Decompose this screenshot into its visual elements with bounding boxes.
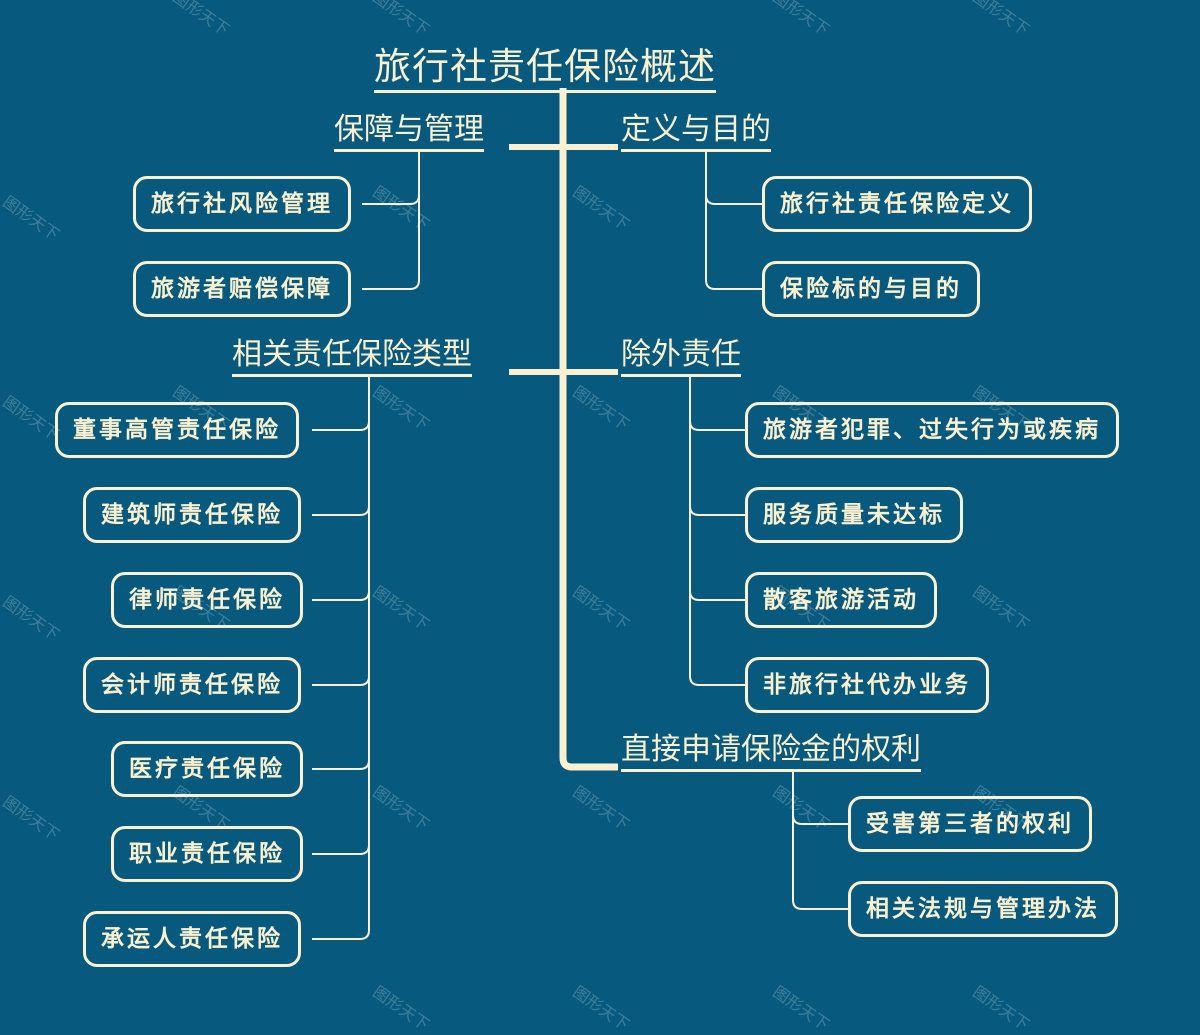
node-non-agency-business[interactable]: 非旅行社代办业务 <box>745 657 989 713</box>
node-accountant-liability[interactable]: 会计师责任保险 <box>83 657 301 713</box>
node-liability-insurance-definition[interactable]: 旅行社责任保险定义 <box>762 176 1032 232</box>
node-professional-liability[interactable]: 职业责任保险 <box>111 826 303 882</box>
node-subject-matter-purpose[interactable]: 保险标的与目的 <box>762 261 980 317</box>
node-service-quality-substandard[interactable]: 服务质量未达标 <box>745 487 963 543</box>
node-regulations-management-measures[interactable]: 相关法规与管理办法 <box>848 881 1118 937</box>
node-tourist-compensation-protection[interactable]: 旅游者赔偿保障 <box>133 261 351 317</box>
node-directors-officers-liability[interactable]: 董事高管责任保险 <box>55 402 299 458</box>
branch-direct-claim-rights[interactable]: 直接申请保险金的权利 <box>621 731 921 772</box>
node-tourist-crime-negligence-illness[interactable]: 旅游者犯罪、过失行为或疾病 <box>745 402 1119 458</box>
node-lawyer-liability[interactable]: 律师责任保险 <box>111 572 303 628</box>
node-carrier-liability[interactable]: 承运人责任保险 <box>83 911 301 967</box>
node-travel-agency-risk-management[interactable]: 旅行社风险管理 <box>133 176 351 232</box>
branch-protection-management[interactable]: 保障与管理 <box>334 111 484 152</box>
branch-related-liability-types[interactable]: 相关责任保险类型 <box>232 336 472 377</box>
node-architect-liability[interactable]: 建筑师责任保险 <box>83 487 301 543</box>
node-individual-tourist-activities[interactable]: 散客旅游活动 <box>745 572 937 628</box>
root-topic-title[interactable]: 旅行社责任保险概述 <box>374 44 716 93</box>
branch-definition-purpose[interactable]: 定义与目的 <box>621 111 771 152</box>
node-medical-liability[interactable]: 医疗责任保险 <box>111 741 303 797</box>
node-third-party-victim-rights[interactable]: 受害第三者的权利 <box>848 796 1092 852</box>
branch-exclusions[interactable]: 除外责任 <box>621 336 741 377</box>
